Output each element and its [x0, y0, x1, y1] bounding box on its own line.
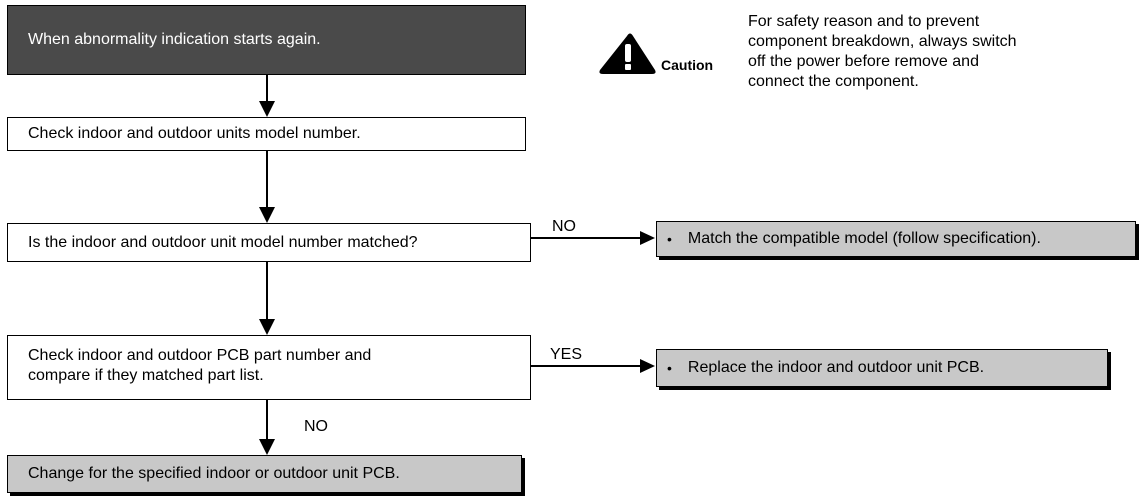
- final-change-pcb: Change for the specified indoor or outdo…: [7, 455, 522, 493]
- action-replace-pcb-text: Replace the indoor and outdoor unit PCB.: [687, 359, 985, 376]
- start-box-text: When abnormality indication starts again…: [28, 31, 321, 48]
- caution-line-3: off the power before remove and: [748, 53, 979, 70]
- decision-pcb-part-number-line2: compare if they matched part list.: [28, 367, 264, 384]
- action-match-model-text: Match the compatible model (follow speci…: [687, 230, 1041, 247]
- action-match-model: • Match the compatible model (follow spe…: [656, 221, 1136, 257]
- arrowhead-down: [259, 101, 275, 117]
- no-label-decision1: NO: [552, 218, 576, 235]
- arrowhead-down: [259, 439, 275, 455]
- arrowhead-right: [640, 231, 655, 245]
- bullet-icon: •: [667, 231, 672, 247]
- step-check-model-number-text: Check indoor and outdoor units model num…: [28, 125, 361, 142]
- arrowhead-down: [259, 207, 275, 223]
- start-box: When abnormality indication starts again…: [7, 5, 526, 75]
- final-change-pcb-text: Change for the specified indoor or outdo…: [28, 465, 400, 482]
- caution-label: Caution: [661, 57, 714, 73]
- caution-line-4: connect the component.: [748, 73, 919, 90]
- step-check-model-number: Check indoor and outdoor units model num…: [7, 117, 526, 151]
- decision-model-matched: Is the indoor and outdoor unit model num…: [7, 223, 531, 262]
- caution-line-2: component breakdown, always switch: [748, 33, 1017, 50]
- caution-text: For safety reason and to prevent compone…: [748, 12, 1068, 92]
- bullet-icon: •: [667, 360, 672, 376]
- no-label-decision2: NO: [304, 418, 328, 435]
- action-replace-pcb: • Replace the indoor and outdoor unit PC…: [656, 349, 1108, 387]
- yes-label-decision2: YES: [550, 346, 583, 363]
- arrowhead-right: [640, 359, 655, 373]
- warning-icon: [599, 33, 656, 74]
- decision-pcb-part-number-line1: Check indoor and outdoor PCB part number…: [28, 347, 372, 364]
- decision-pcb-part-number: Check indoor and outdoor PCB part number…: [7, 335, 531, 400]
- decision-model-matched-text: Is the indoor and outdoor unit model num…: [28, 233, 418, 251]
- caution-line-1: For safety reason and to prevent: [748, 13, 980, 30]
- arrowhead-down: [259, 319, 275, 335]
